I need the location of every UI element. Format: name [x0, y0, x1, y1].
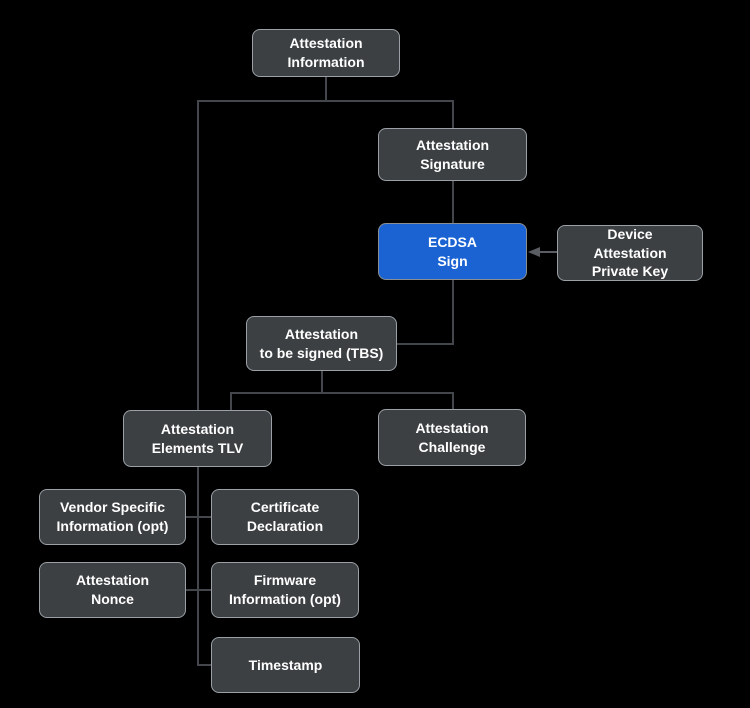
node-certificate-declaration: Certificate Declaration: [211, 489, 359, 545]
node-attestation-information: Attestation Information: [252, 29, 400, 77]
connector: [197, 100, 454, 102]
node-attestation-nonce: Attestation Nonce: [39, 562, 186, 618]
connector: [186, 516, 211, 518]
node-label: Vendor Specific Information (opt): [56, 499, 169, 534]
connector: [452, 181, 454, 224]
node-label: Firmware Information (opt): [229, 572, 341, 607]
node-label: ECDSA Sign: [427, 233, 477, 269]
node-firmware-information: Firmware Information (opt): [211, 562, 359, 618]
connector: [452, 100, 454, 128]
node-label: Attestation Information: [287, 35, 365, 70]
node-label: Timestamp: [248, 656, 323, 673]
connector: [197, 100, 199, 410]
node-attestation-tbs: Attestation to be signed (TBS): [246, 316, 397, 371]
connector-arrow-line: [538, 251, 557, 253]
arrow-head-left-icon: [528, 247, 540, 257]
connector: [397, 343, 454, 345]
node-label: Attestation Nonce: [75, 572, 150, 607]
node-label: Attestation to be signed (TBS): [259, 325, 384, 361]
node-label: Certificate Declaration: [246, 499, 324, 534]
node-label: Device Attestation Private Key: [591, 225, 669, 280]
node-attestation-challenge: Attestation Challenge: [378, 409, 526, 466]
connector: [230, 392, 232, 410]
connector: [186, 589, 211, 591]
node-attestation-elements-tlv: Attestation Elements TLV: [123, 410, 272, 467]
connector: [197, 467, 199, 666]
node-vendor-specific-information: Vendor Specific Information (opt): [39, 489, 186, 545]
node-attestation-signature: Attestation Signature: [378, 128, 527, 181]
connector: [452, 392, 454, 409]
connector: [325, 77, 327, 101]
node-label: Attestation Elements TLV: [151, 420, 244, 456]
node-timestamp: Timestamp: [211, 637, 360, 693]
node-device-attestation-private-key: Device Attestation Private Key: [557, 225, 703, 281]
node-ecdsa-sign: ECDSA Sign: [378, 223, 527, 280]
node-label: Attestation Challenge: [415, 419, 489, 455]
connector: [197, 664, 211, 666]
connector: [321, 371, 323, 393]
connector: [452, 280, 454, 345]
connector: [230, 392, 454, 394]
node-label: Attestation Signature: [415, 136, 490, 172]
